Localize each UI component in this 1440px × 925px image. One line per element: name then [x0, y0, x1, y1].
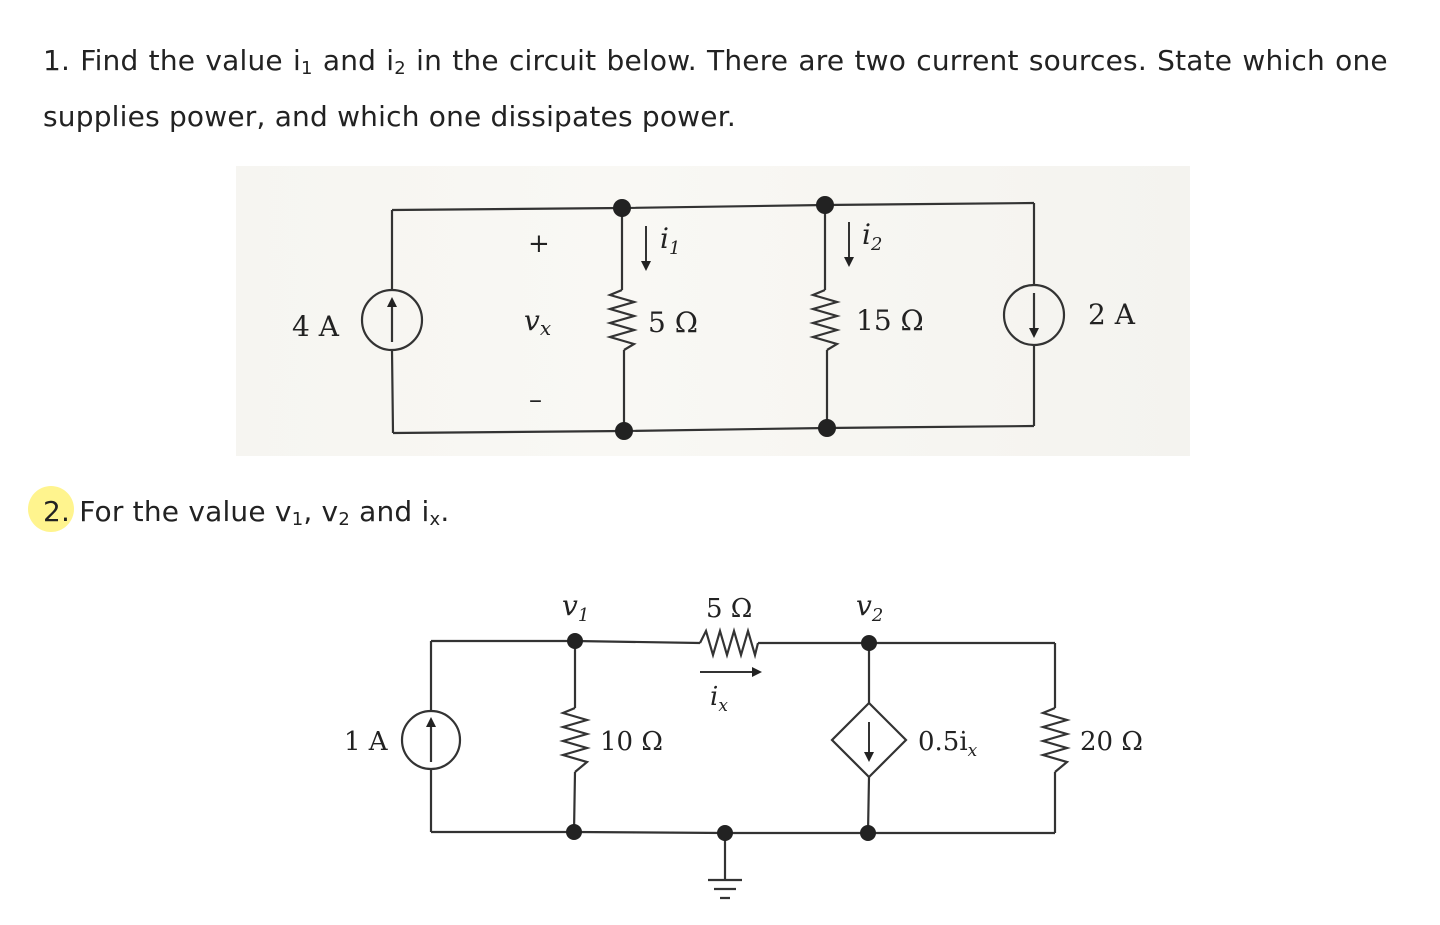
word: Find: [80, 44, 139, 77]
question-1-number: 1.: [43, 44, 71, 77]
ix-label: ix: [710, 682, 728, 716]
i1-symbol: i1: [293, 44, 313, 79]
wire-branch-5: [620, 208, 626, 431]
ground-symbol: [708, 878, 742, 900]
r1-label: 5 Ω: [648, 306, 698, 339]
word: circuit: [508, 44, 597, 77]
word: the: [148, 44, 196, 77]
question-1-line-2: supplies power, and which one dissipates…: [43, 100, 736, 133]
word: in: [416, 44, 443, 77]
dependent-source-diamond: [830, 701, 908, 779]
resistor-20-ohm: [1039, 706, 1071, 773]
word: current: [916, 44, 1019, 77]
wire-bottom-2: [431, 830, 1055, 835]
nodes-circuit-2: [566, 633, 877, 841]
word: are: [798, 44, 845, 77]
word: There: [707, 44, 789, 77]
question-2-number: 2.: [43, 495, 71, 528]
question-2: 2. For the value v1, v2 and ix.: [43, 495, 450, 530]
resistor-15-ohm: [809, 288, 841, 351]
r2-label: 15 Ω: [856, 304, 924, 337]
word: State: [1157, 44, 1233, 77]
highlight-marker: [28, 486, 74, 532]
dep-source-label: 0.5ix: [918, 727, 978, 761]
vx-plus: +: [528, 229, 550, 259]
word: value: [205, 44, 283, 77]
word: below.: [606, 44, 697, 77]
vx-minus: –: [529, 385, 542, 415]
current-source-1a: [400, 709, 462, 771]
i2-label: i2: [862, 218, 882, 255]
circuit-1: [390, 201, 1036, 435]
word: sources.: [1028, 44, 1147, 77]
word: the: [452, 44, 499, 77]
resistor-10-ohm: [559, 706, 591, 773]
i1-label: i1: [660, 222, 680, 259]
nodes-circuit-1: [613, 196, 836, 440]
r-top-label: 5 Ω: [706, 594, 752, 624]
wire-top-2: [431, 639, 1055, 645]
resistor-5-ohm: [606, 288, 638, 351]
wire-branch-15: [823, 205, 829, 428]
word: which: [1242, 44, 1325, 77]
v1-label: v1: [562, 589, 589, 626]
question-1-line-1: 1. Find the value i1 and i2 in the circu…: [43, 33, 1388, 89]
v2-label: v2: [856, 589, 883, 626]
wire-bottom: [392, 424, 1035, 435]
wire-top: [391, 201, 1035, 212]
current-source-2a: [1002, 283, 1066, 347]
current-source-4a: [360, 288, 424, 352]
wire-left: [390, 210, 395, 434]
wire-10: [572, 641, 577, 833]
label-4a: 4 A: [292, 310, 340, 343]
resistor-5-ohm-top: [699, 627, 760, 660]
i2-symbol: i2: [386, 44, 406, 79]
r-left-label: 10 Ω: [600, 727, 663, 757]
vx-label: vx: [524, 304, 551, 340]
word: and: [322, 44, 377, 77]
label-1a: 1 A: [344, 727, 389, 757]
question-1: 1. Find the value i1 and i2 in the circu…: [43, 33, 1388, 145]
circuit-1-photo: [236, 166, 1190, 456]
r-right-label: 20 Ω: [1080, 727, 1143, 757]
label-2a: 2 A: [1088, 298, 1136, 331]
word: one: [1335, 44, 1388, 77]
word: two: [854, 44, 907, 77]
wire-dep: [866, 643, 871, 834]
